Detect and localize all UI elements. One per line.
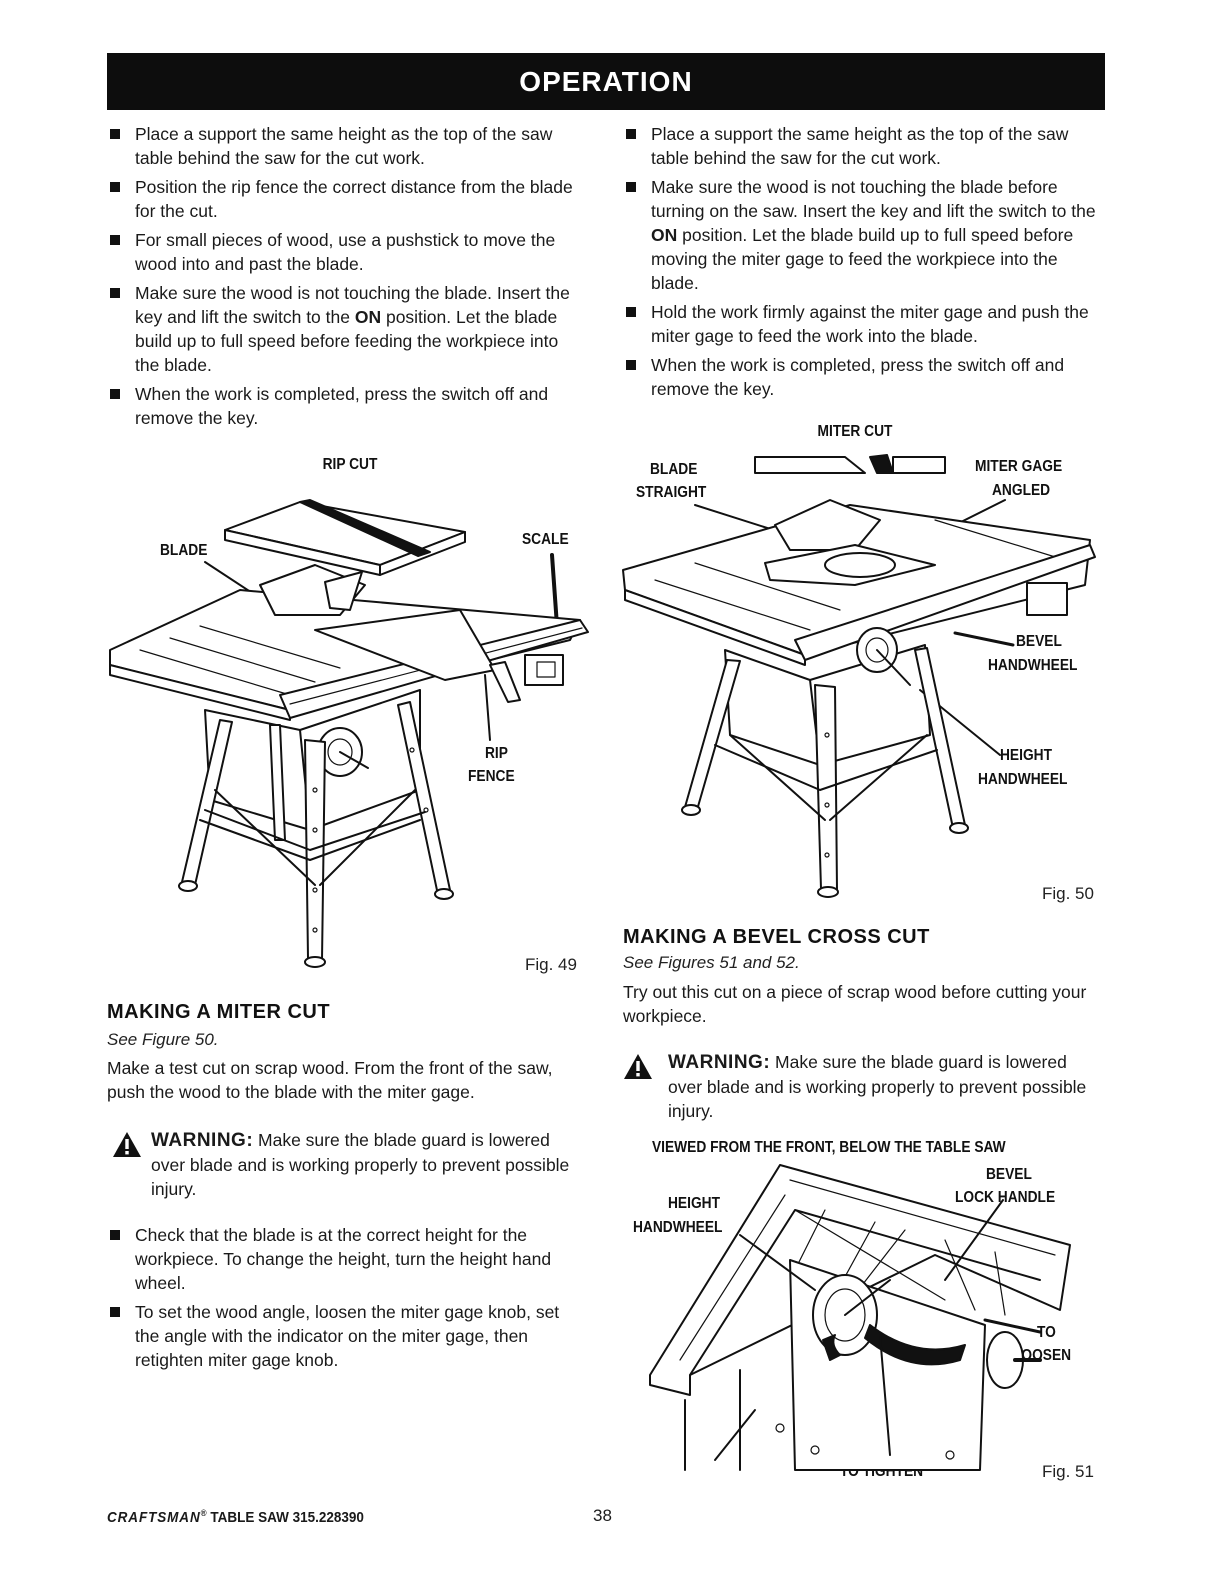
fig50-label-blade: BLADE bbox=[650, 461, 698, 478]
miter-cut-illustration bbox=[622, 454, 1096, 898]
fig49-caption: Fig. 49 bbox=[525, 955, 577, 974]
list-item: For small pieces of wood, use a pushstic… bbox=[107, 228, 587, 276]
warning-triangle-icon bbox=[624, 1054, 652, 1079]
fig50-label-height-handwheel: HANDWHEEL bbox=[978, 771, 1068, 788]
list-item: Check that the blade is at the correct h… bbox=[107, 1223, 587, 1295]
fig49-label-fence: FENCE bbox=[468, 768, 515, 785]
fig51-caption: Fig. 51 bbox=[1042, 1462, 1094, 1481]
section-banner: OPERATION bbox=[107, 53, 1105, 110]
fig50-label-straight: STRAIGHT bbox=[636, 484, 707, 501]
page-number: 38 bbox=[593, 1506, 612, 1525]
fig49-label-scale: SCALE bbox=[522, 531, 569, 548]
list-item: Hold the work firmly against the miter g… bbox=[623, 300, 1105, 348]
fig50-label-miter-gage: MITER GAGE bbox=[975, 458, 1063, 475]
bevel-warning: WARNING: Make sure the blade guard is lo… bbox=[668, 1052, 1087, 1121]
fig50-label-bevel-handwheel: HANDWHEEL bbox=[988, 657, 1078, 674]
list-item: When the work is completed, press the sw… bbox=[107, 382, 587, 430]
miter-paragraph: Make a test cut on scrap wood. From the … bbox=[107, 1058, 553, 1102]
fig50-label-height: HEIGHT bbox=[1000, 747, 1052, 764]
footer-brand: CRAFTSMAN® TABLE SAW 315.228390 bbox=[107, 1508, 364, 1526]
bevel-heading: MAKING A BEVEL CROSS CUT bbox=[623, 926, 930, 948]
list-item: Place a support the same height as the t… bbox=[623, 122, 1105, 170]
miter-see-figure: See Figure 50. bbox=[107, 1030, 219, 1049]
fig51-title: VIEWED FROM THE FRONT, BELOW THE TABLE S… bbox=[652, 1139, 1006, 1156]
fig50-label-bevel: BEVEL bbox=[1016, 633, 1062, 650]
rip-cut-illustration bbox=[109, 499, 589, 968]
section-title: OPERATION bbox=[519, 65, 693, 97]
bevel-paragraph: Try out this cut on a piece of scrap woo… bbox=[623, 982, 1087, 1026]
miter-heading: MAKING A MITER CUT bbox=[107, 1001, 331, 1023]
fig50-label-angled: ANGLED bbox=[992, 482, 1051, 499]
right-bullet-list: Place a support the same height as the t… bbox=[623, 122, 1105, 406]
fig49-label-blade: BLADE bbox=[160, 542, 208, 559]
fig51-label-height: HEIGHT bbox=[668, 1195, 720, 1212]
left-bullet-list: Place a support the same height as the t… bbox=[107, 122, 587, 435]
fig51-label-to: TO bbox=[1037, 1324, 1056, 1341]
fig51-label-bevel: BEVEL bbox=[986, 1166, 1032, 1183]
list-item: When the work is completed, press the sw… bbox=[623, 353, 1105, 401]
fig49-title: RIP CUT bbox=[322, 456, 378, 473]
list-item: Place a support the same height as the t… bbox=[107, 122, 587, 170]
list-item: Position the rip fence the correct dista… bbox=[107, 175, 587, 223]
list-item: To set the wood angle, loosen the miter … bbox=[107, 1300, 587, 1372]
list-item: Make sure the wood is not touching the b… bbox=[107, 281, 587, 377]
miter-warning: WARNING: Make sure the blade guard is lo… bbox=[151, 1130, 570, 1199]
fig51-label-handwheel: HANDWHEEL bbox=[633, 1219, 723, 1236]
fig50-title: MITER CUT bbox=[817, 423, 893, 440]
fig49-label-rip: RIP bbox=[485, 745, 508, 762]
list-item: Make sure the wood is not touching the b… bbox=[623, 175, 1105, 295]
fig50-caption: Fig. 50 bbox=[1042, 884, 1094, 903]
miter-bullet-list: Check that the blade is at the correct h… bbox=[107, 1223, 587, 1377]
bevel-see-figure: See Figures 51 and 52. bbox=[623, 953, 800, 972]
warning-triangle-icon bbox=[113, 1132, 141, 1157]
fig51-label-lock-handle: LOCK HANDLE bbox=[955, 1189, 1056, 1206]
bevel-cut-underside-illustration bbox=[649, 1164, 1071, 1471]
